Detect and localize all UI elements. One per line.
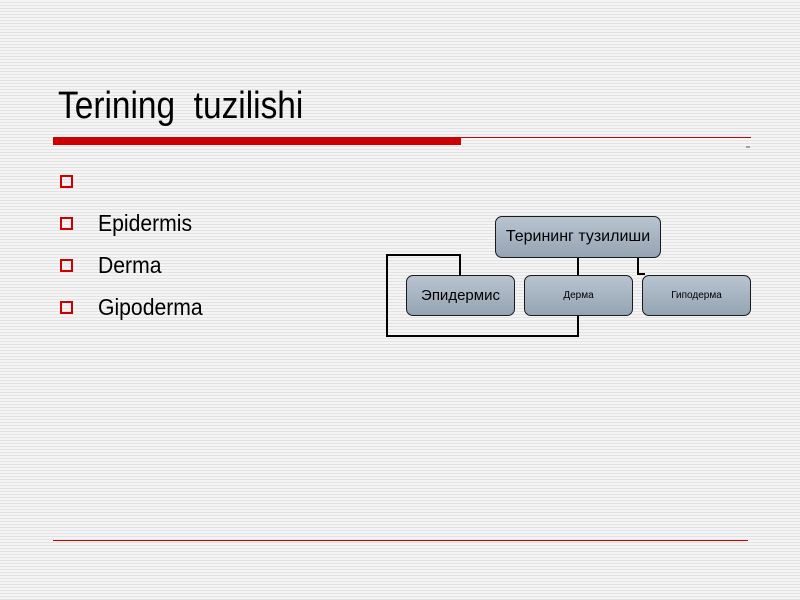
connector-line-gipoderma [637, 258, 645, 275]
diagram-node-root: Терининг тузилиши [495, 216, 661, 258]
bullet-text: Gipoderma [98, 293, 203, 320]
footer-divider [53, 540, 748, 541]
hollow-square-bullet-icon [60, 216, 73, 230]
bullet-list: Epidermis Derma Gipoderma [60, 160, 212, 328]
bullet-text: Epidermis [98, 209, 193, 236]
hollow-square-bullet-icon [60, 300, 73, 314]
title-underline-thin [53, 137, 751, 138]
hollow-square-bullet-icon [60, 258, 73, 272]
title-underline-thick [53, 138, 461, 145]
bullet-item [60, 160, 212, 202]
diagram-node-derma: Дерма [524, 275, 633, 316]
hollow-square-bullet-icon [60, 174, 73, 188]
bullet-item: Derma [60, 244, 212, 286]
bullet-item: Gipoderma [60, 286, 212, 328]
diagram-node-epidermis: Эпидермис [406, 275, 515, 316]
bullet-item: Epidermis [60, 202, 212, 244]
connector-line-epidermis [386, 254, 579, 337]
diagram-node-gipoderma: Гиподерма [642, 275, 751, 316]
slide-title: Terining tuzilishi [58, 85, 304, 127]
bullet-text: Derma [98, 251, 162, 278]
title-underline-accent [746, 146, 750, 148]
